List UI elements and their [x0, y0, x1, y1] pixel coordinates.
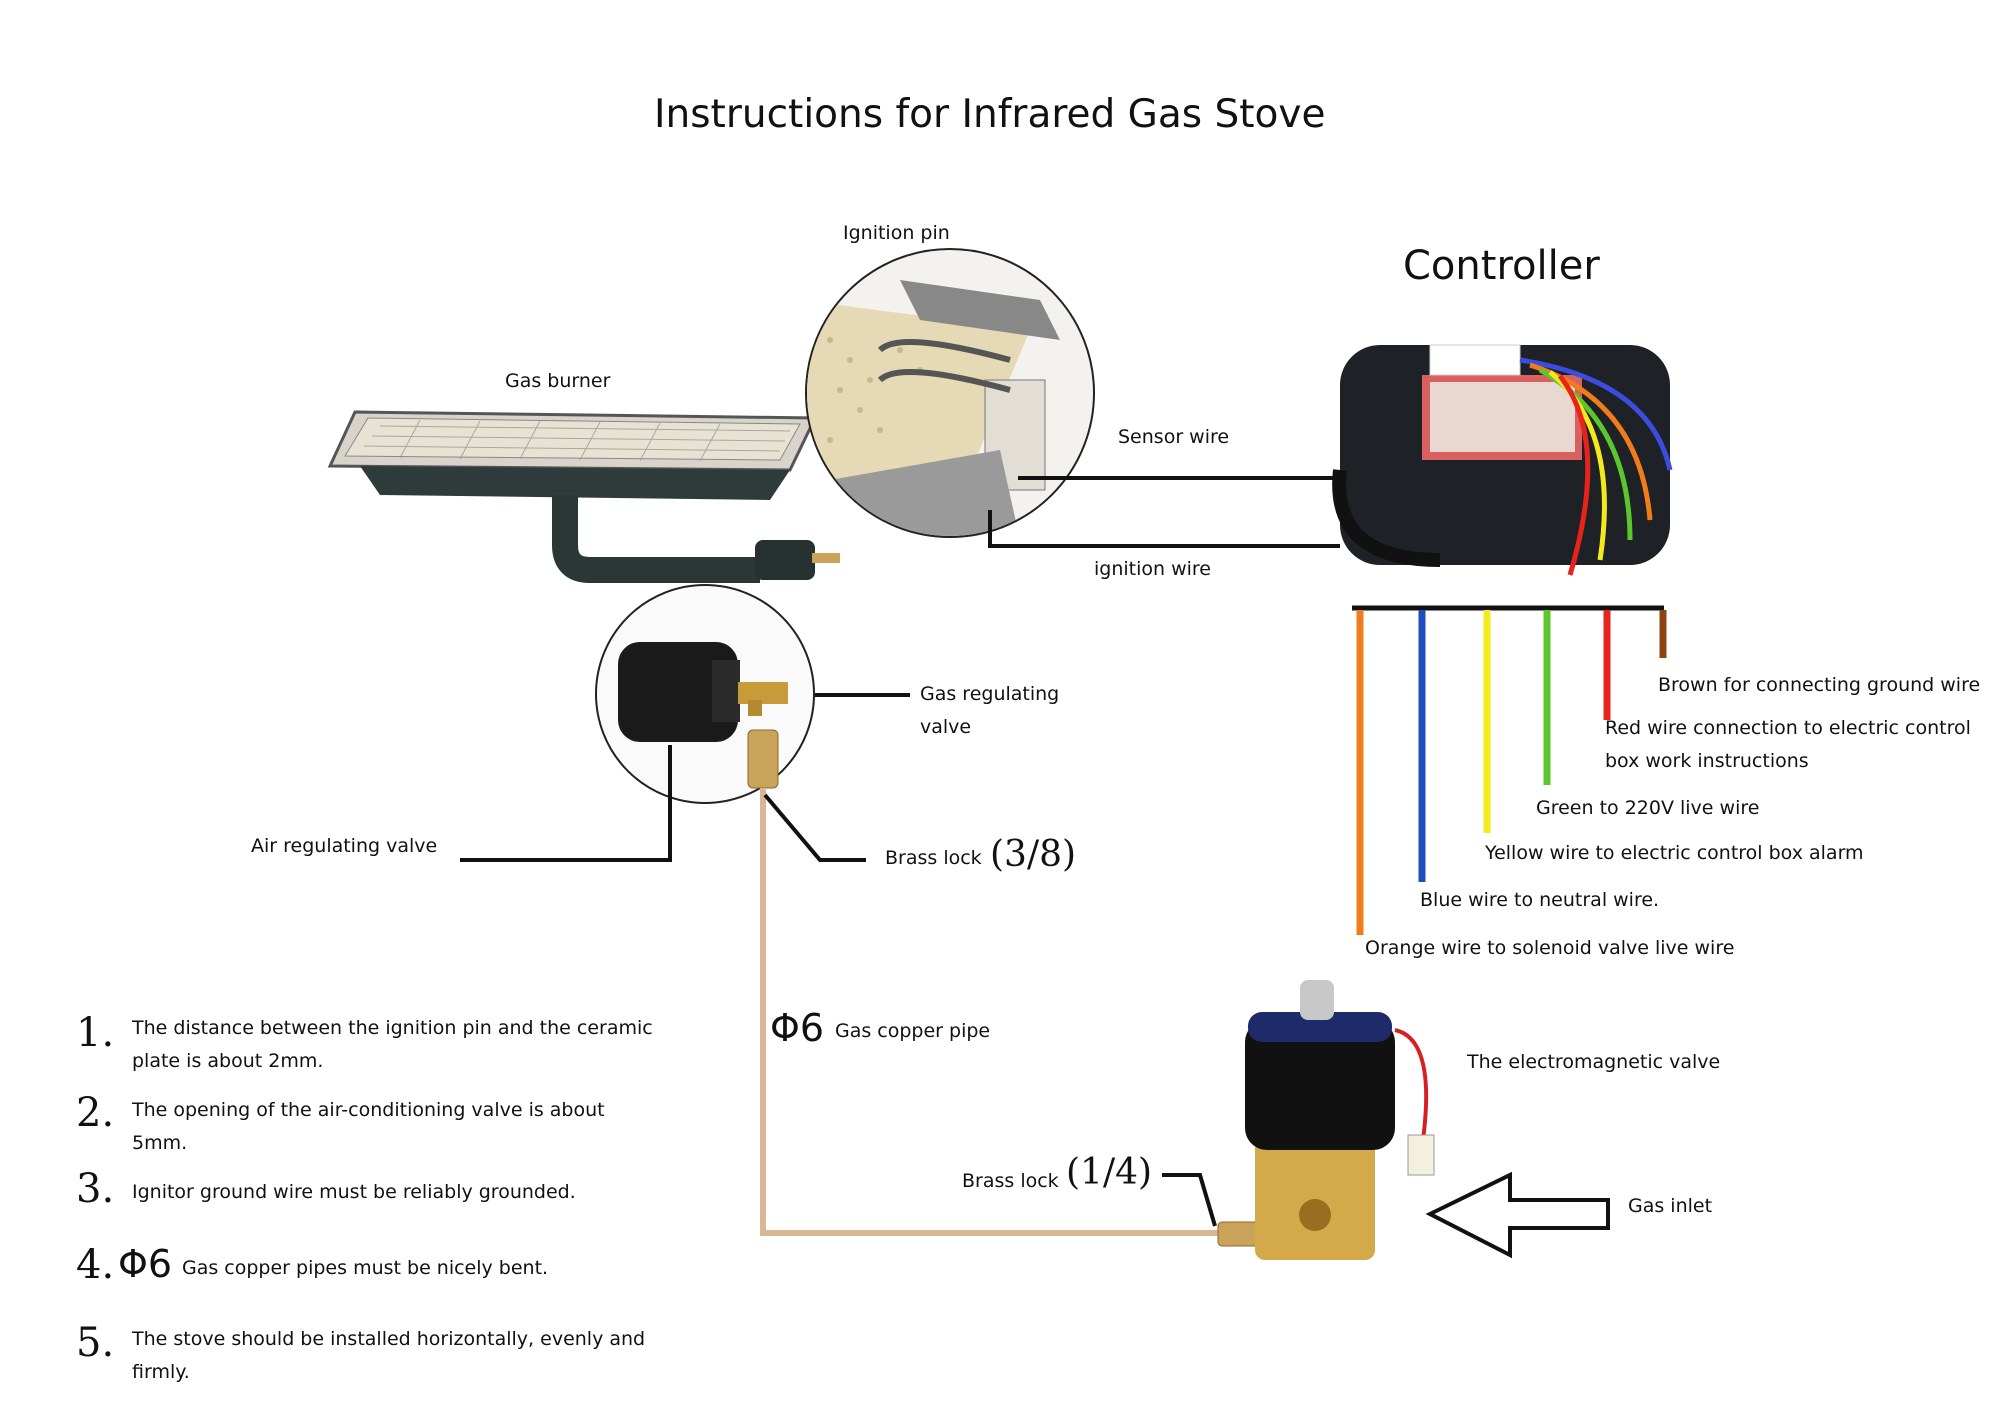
instruction-text: Ignitor ground wire must be reliably gro… — [132, 1181, 576, 1203]
gas-regulating-valve-label-2: valve — [920, 716, 972, 738]
wire-label-yellow: Yellow wire to electric control box alar… — [1485, 842, 1864, 864]
gas-inlet-label: Gas inlet — [1628, 1195, 1713, 1217]
wire-label-red: Red wire connection to electric control — [1605, 717, 1971, 739]
wire-label-brown: Brown for connecting ground wire — [1658, 674, 1981, 696]
brass-lock-top-size: (3/8) — [990, 834, 1077, 875]
gas-copper-pipe-label: Gas copper pipe — [835, 1020, 991, 1042]
instruction-number: 5. — [76, 1320, 115, 1366]
controller-label: Controller — [1403, 243, 1600, 289]
wire-label-red-2: box work instructions — [1605, 750, 1809, 772]
brass-lock-bottom-size: (1/4) — [1066, 1152, 1153, 1193]
sensor-wire-label: Sensor wire — [1118, 426, 1230, 448]
phi6-symbol: Φ6 — [770, 1006, 825, 1050]
controller-image — [1332, 344, 1673, 576]
instruction-number: 1. — [76, 1010, 115, 1056]
instruction-number: 2. — [76, 1090, 115, 1136]
instruction-prefix: Φ6 — [118, 1242, 173, 1286]
instruction-text: The distance between the ignition pin an… — [132, 1017, 653, 1072]
ignition-pin-label: Ignition pin — [843, 222, 950, 244]
copper-pipe-image — [747, 729, 1277, 1247]
instruction-number: 4. — [76, 1242, 115, 1288]
wire-lines — [1356, 610, 1667, 935]
electromagnetic-valve-label: The electromagnetic valve — [1467, 1051, 1721, 1073]
air-regulating-valve-label: Air regulating valve — [251, 835, 438, 857]
wire-label-green: Green to 220V live wire — [1536, 797, 1760, 819]
brass-lock-bottom-label: Brass lock — [962, 1170, 1059, 1192]
gas-regulating-valve-label: Gas regulating — [920, 683, 1060, 705]
gas-inlet-arrow-icon — [1425, 1171, 1610, 1259]
instruction-text: Gas copper pipes must be nicely bent. — [182, 1257, 549, 1279]
page-title: Instructions for Infrared Gas Stove — [654, 92, 1326, 137]
brass-lock-top-label: Brass lock — [885, 847, 982, 869]
wire-label-orange: Orange wire to solenoid valve live wire — [1365, 937, 1735, 959]
leader-lines — [460, 476, 1340, 1227]
gas-burner-image — [327, 410, 840, 583]
ignition-pin-detail-image — [805, 248, 1095, 538]
electromagnetic-valve-image — [1245, 980, 1435, 1260]
instruction-number: 3. — [76, 1166, 115, 1212]
wire-label-blue: Blue wire to neutral wire. — [1420, 889, 1660, 911]
gas-burner-label: Gas burner — [505, 370, 611, 392]
ignition-wire-label: ignition wire — [1094, 558, 1211, 580]
instruction-text: The stove should be installed horizontal… — [132, 1328, 646, 1383]
instruction-text: The opening of the air-conditioning valv… — [132, 1099, 605, 1154]
gas-regulating-valve-image — [595, 584, 815, 804]
